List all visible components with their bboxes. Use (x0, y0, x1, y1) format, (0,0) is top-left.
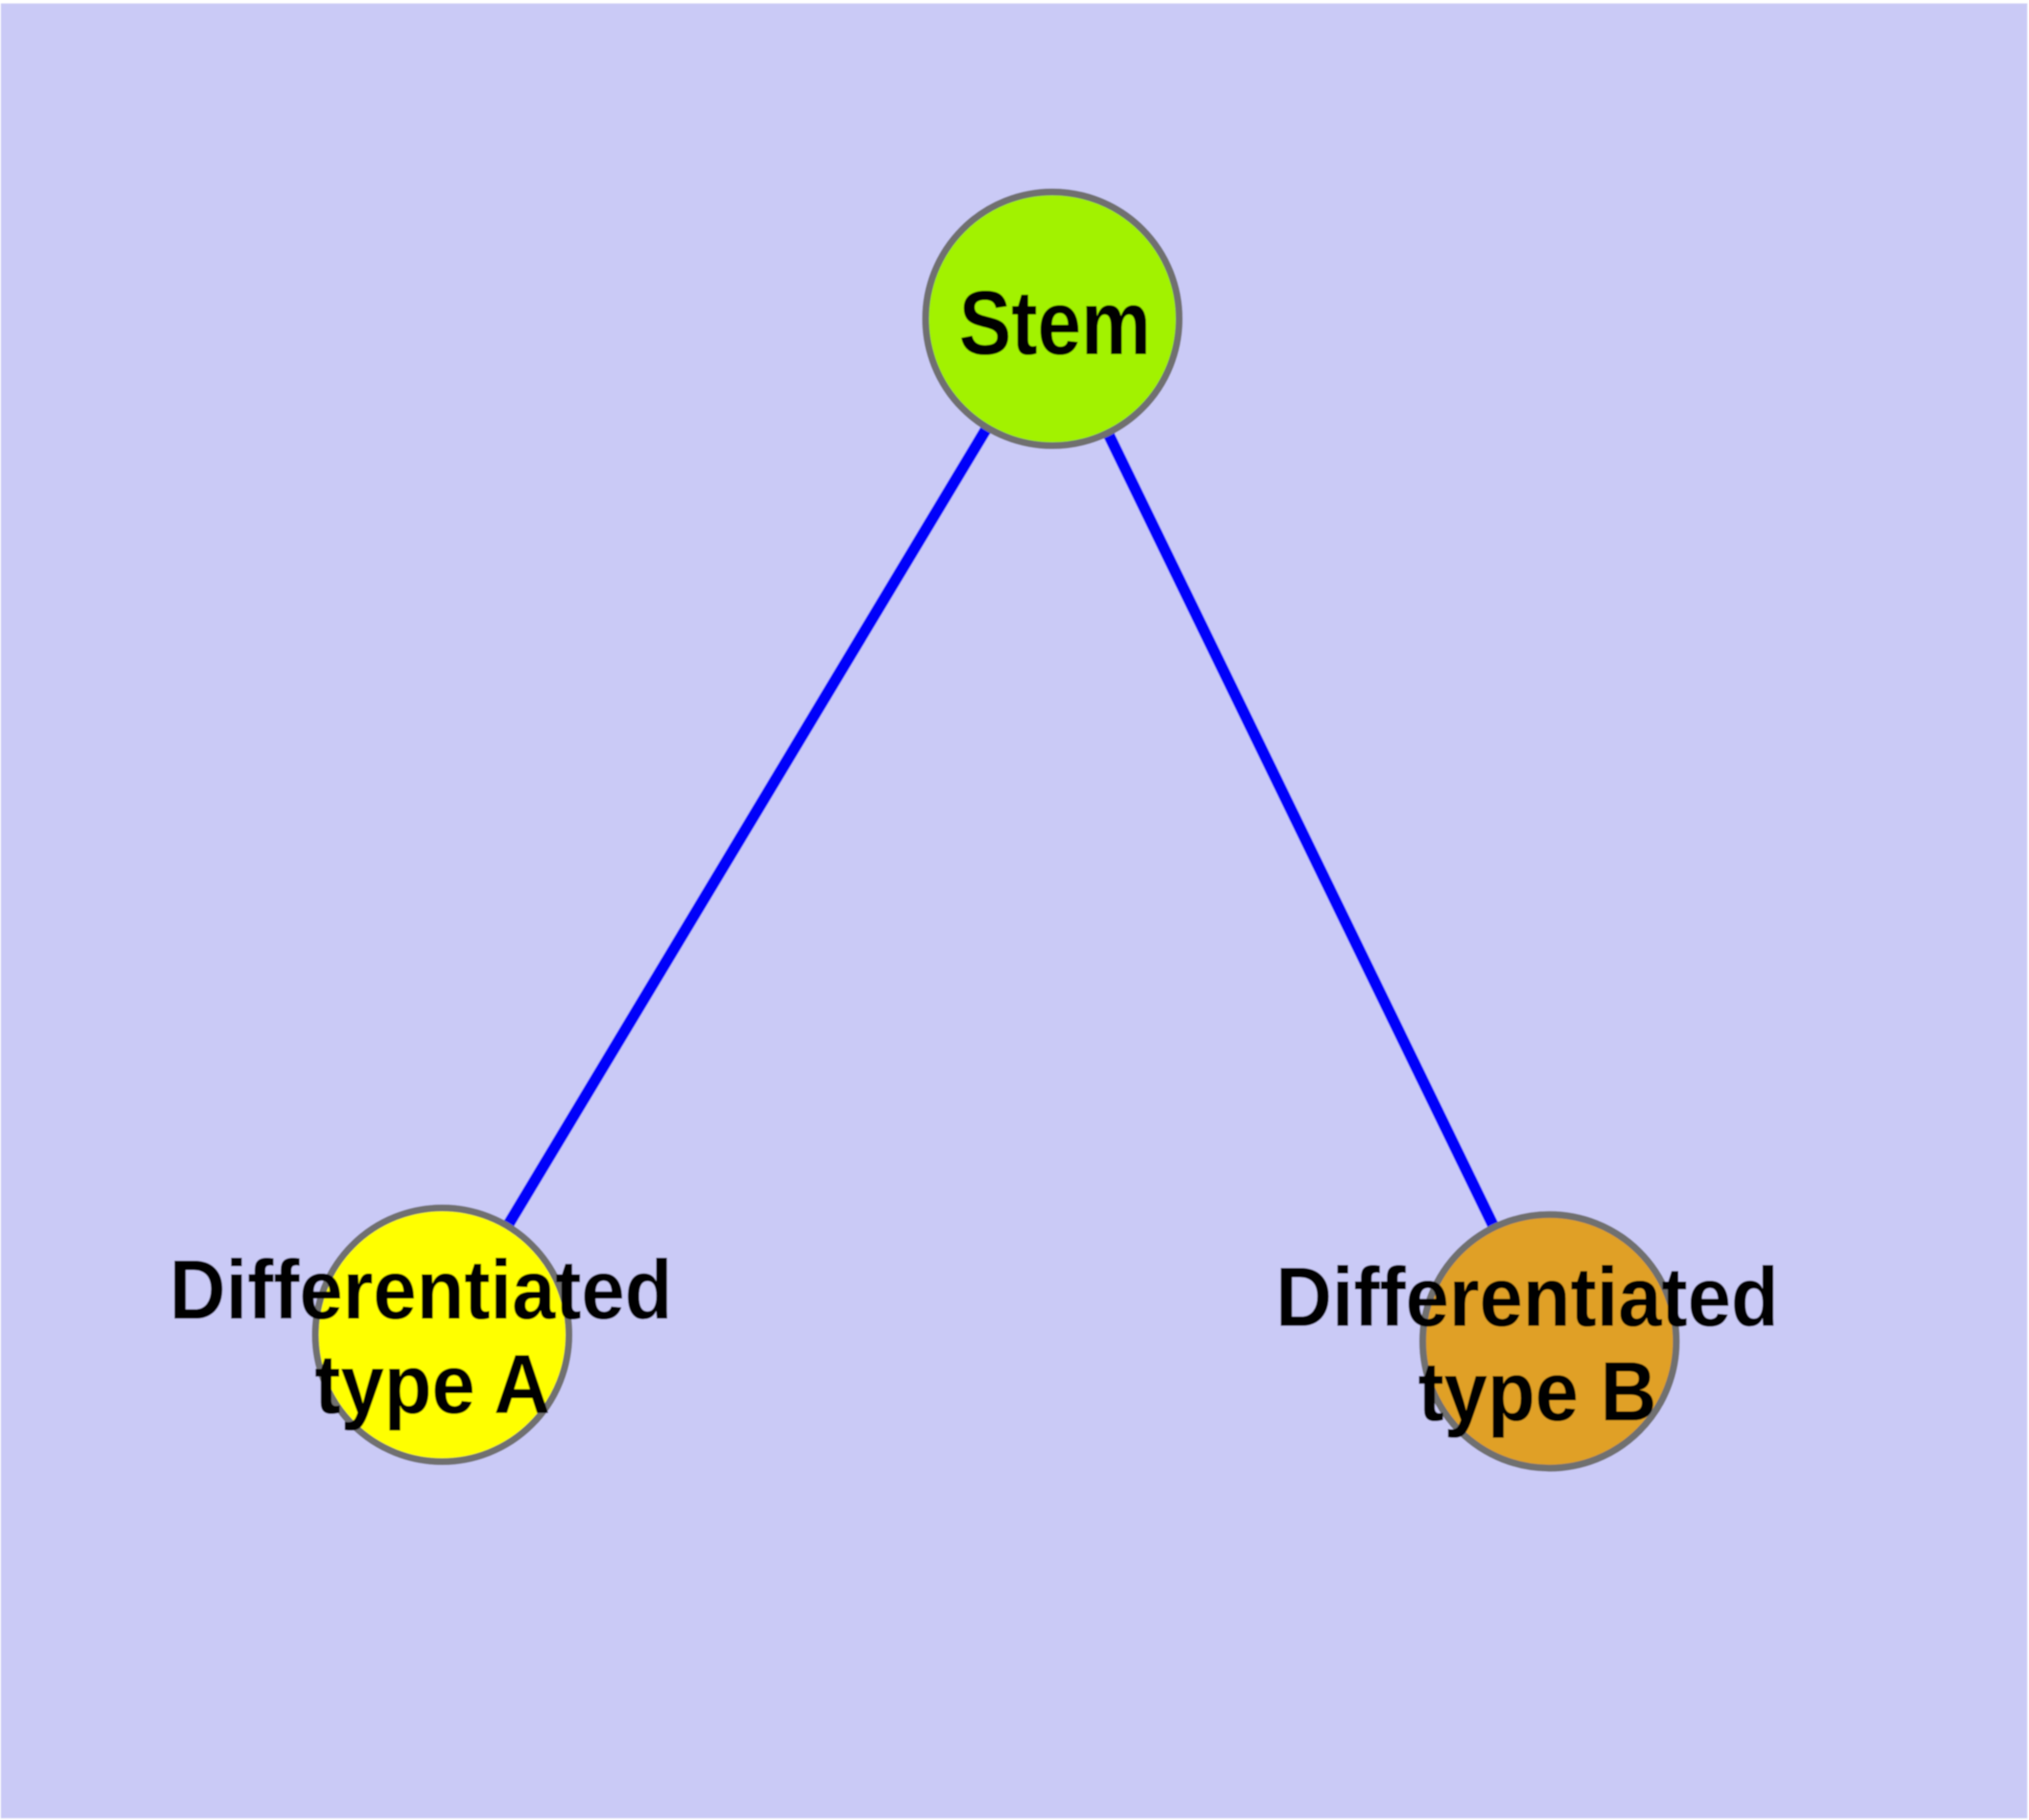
svg-text:Differentiated: Differentiated (169, 1244, 672, 1336)
svg-text:type B: type B (1418, 1346, 1656, 1439)
svg-text:Differentiated: Differentiated (1276, 1251, 1779, 1344)
svg-text:Stem: Stem (959, 273, 1152, 375)
svg-text:type A: type A (315, 1338, 551, 1431)
